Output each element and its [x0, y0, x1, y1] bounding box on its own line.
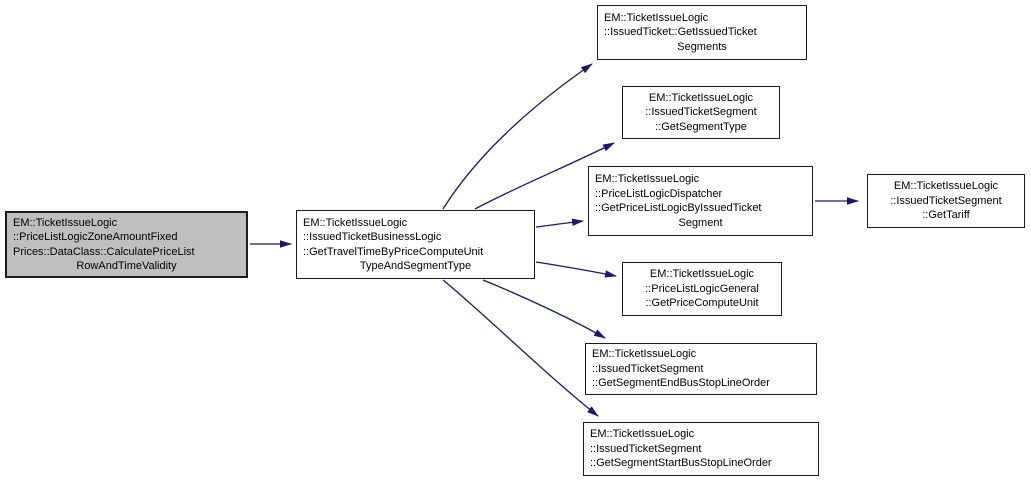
node-label-line: Segment	[678, 216, 723, 229]
node-label-line: ::PriceListLogicDispatcher	[595, 187, 723, 200]
node-label-line: ::GetSegmentStartBusStopLineOrder	[590, 457, 772, 470]
node-label-line: ::IssuedTicketSegment	[890, 194, 1002, 207]
node-get-tariff[interactable]: EM::TicketIssueLogic ::IssuedTicketSegme…	[867, 174, 1025, 228]
node-label-line: ::PriceListLogicZoneAmountFixed	[13, 231, 178, 243]
node-label-line: ::IssuedTicketSegment	[590, 442, 702, 455]
node-label-line: ::GetSegmentEndBusStopLineOrder	[592, 377, 770, 390]
edge-travel-time-to-get-segment-start	[442, 279, 599, 417]
node-label-line: Prices::DataClass::CalculatePriceList	[13, 245, 195, 258]
node-label-line: EM::TicketIssueLogic	[595, 173, 700, 185]
node-label-line: ::GetPriceComputeUnit	[645, 297, 759, 310]
node-label-line: ::IssuedTicket::GetIssuedTicket	[604, 26, 757, 39]
edge-travel-time-to-get-segment-end	[482, 279, 606, 339]
node-label-line: EM::TicketIssueLogic	[303, 216, 408, 229]
edge-travel-time-to-get-segment-type	[474, 142, 615, 210]
node-get-travel-time-by-price-compute-unit[interactable]: EM::TicketIssueLogic ::IssuedTicketBusin…	[296, 210, 535, 279]
node-label-line: EM::TicketIssueLogic	[592, 348, 697, 361]
node-label-line: ::PriceListLogicGeneral	[645, 282, 759, 295]
node-calculate-price-list-row-and-time-validity[interactable]: EM::TicketIssueLogic ::PriceListLogicZon…	[5, 211, 248, 278]
node-label-line: TypeAndSegmentType	[359, 260, 472, 272]
node-label-line: EM::TicketIssueLogic	[13, 216, 118, 229]
node-get-price-list-logic-by-issued-ticket-segment[interactable]: EM::TicketIssueLogic ::PriceListLogicDis…	[588, 166, 813, 236]
node-get-segment-start-bus-stop-line-order[interactable]: EM::TicketIssueLogic ::IssuedTicketSegme…	[583, 422, 819, 476]
node-label-line: ::IssuedTicketBusinessLogic	[303, 231, 442, 243]
node-get-segment-end-bus-stop-line-order[interactable]: EM::TicketIssueLogic ::IssuedTicketSegme…	[585, 343, 817, 395]
node-label-line: EM::TicketIssueLogic	[648, 91, 754, 104]
node-label-line: EM::TicketIssueLogic	[604, 11, 709, 24]
node-get-segment-type[interactable]: EM::TicketIssueLogic ::IssuedTicketSegme…	[622, 86, 780, 139]
node-label-line: EM::TicketIssueLogic	[590, 428, 695, 441]
node-label-line: ::GetTariff	[922, 209, 970, 222]
node-label-line: EM::TicketIssueLogic	[893, 180, 999, 193]
node-label-line: ::IssuedTicketSegment	[645, 106, 757, 119]
node-get-issued-ticket-segments[interactable]: EM::TicketIssueLogic ::IssuedTicket::Get…	[597, 5, 807, 60]
edge-travel-time-to-get-price-compute-unit	[535, 261, 617, 278]
node-label-line: ::GetTravelTimeByPriceComputeUnit	[303, 245, 484, 258]
node-label-line: ::GetSegmentType	[655, 120, 747, 133]
node-label-line: EM::TicketIssueLogic	[649, 268, 755, 281]
node-label-line: RowAndTimeValidity	[76, 260, 177, 272]
node-get-price-compute-unit[interactable]: EM::TicketIssueLogic ::PriceListLogicGen…	[622, 262, 782, 316]
node-label-line: Segments	[677, 40, 727, 53]
edge-travel-time-to-dispatcher	[535, 218, 584, 228]
edge-travel-time-to-get-issued-ticket-segments	[442, 63, 593, 210]
node-label-line: ::IssuedTicketSegment	[592, 362, 704, 375]
node-label-line: ::GetPriceListLogicByIssuedTicket	[595, 202, 762, 214]
